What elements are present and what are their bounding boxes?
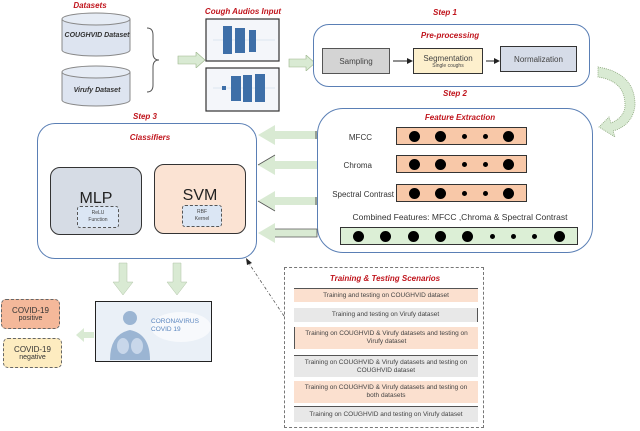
feature-spectral-contrast-label: Spectral Contrast xyxy=(332,190,394,199)
lungs-silhouette-icon xyxy=(110,311,211,360)
outcome-sublabel: positive xyxy=(18,315,43,322)
outcome-label: COVID-19 xyxy=(14,345,51,354)
dashed-pointer-arrow xyxy=(246,258,285,317)
stage-label: Segmentation xyxy=(423,53,473,63)
feature-dot xyxy=(353,230,365,242)
feature-dot xyxy=(461,190,467,196)
step2-label: Step 2 xyxy=(442,89,467,98)
dataset-virufy-label: Virufy Dataset xyxy=(73,87,121,94)
feature-mfcc-bar xyxy=(396,127,527,145)
feature-dot xyxy=(408,130,420,142)
outcome-label: COVID-19 xyxy=(12,306,49,315)
classifier-name: SVM xyxy=(182,187,218,204)
waveform-plots xyxy=(205,18,280,112)
arrow-right-icon xyxy=(393,58,413,64)
coughvid-cylinder-icon xyxy=(61,12,131,57)
feature-chroma-bar xyxy=(396,155,527,173)
feature-dot xyxy=(408,158,420,170)
feature-dot xyxy=(435,158,447,170)
arrow-left-icon xyxy=(257,154,317,175)
preprocessing-title: Pre-processing xyxy=(420,31,480,40)
brace-icon xyxy=(146,27,160,93)
feature-chroma-label: Chroma xyxy=(343,161,372,170)
scenario-item: Training on COUGHVID & Virufy datasets a… xyxy=(294,355,478,377)
virufy-cylinder-icon xyxy=(61,65,131,107)
audio-input-title: Cough Audios Input xyxy=(204,7,282,16)
curved-arrow-icon xyxy=(597,66,636,138)
feature-dot xyxy=(462,230,474,242)
outcome-negative: COVID-19 negative xyxy=(3,338,62,368)
classifier-to-output-arrows xyxy=(112,262,188,296)
arrow-left-icon xyxy=(258,125,317,145)
combined-features-bar xyxy=(340,227,578,245)
feature-dot xyxy=(482,190,488,196)
feature-dot xyxy=(407,230,419,242)
feature-dot xyxy=(503,187,515,199)
feature-dot xyxy=(435,187,447,199)
feature-dot xyxy=(461,133,467,139)
arrow-down-icon xyxy=(112,262,134,296)
feature-dot xyxy=(482,161,488,167)
stage-normalization: Normalization xyxy=(500,46,577,72)
step3-label: Step 3 xyxy=(132,112,157,121)
feature-mfcc-label: MFCC xyxy=(348,133,372,142)
step1-label: Step 1 xyxy=(432,8,457,17)
scenarios-box xyxy=(284,267,484,428)
arrow-left-icon xyxy=(258,223,318,243)
datasets-title: Datasets xyxy=(73,1,107,10)
dataset-cylinders xyxy=(61,12,131,107)
stage-segmentation: Segmentation Single coughs xyxy=(413,48,483,74)
scenario-item: Training on COUGHVID & Virufy datasets a… xyxy=(294,381,478,403)
stage-label: Sampling xyxy=(339,56,373,66)
arrow-right-icon xyxy=(486,58,500,64)
arrow-down-icon xyxy=(166,262,188,296)
feature-dot xyxy=(503,158,515,170)
covid-image: CORONAVIRUS COVID 19 xyxy=(95,301,212,362)
classifier-name: MLP xyxy=(79,190,113,207)
scenario-item: Training and testing on Virufy dataset xyxy=(294,308,478,322)
classifier-mlp: MLP xyxy=(50,167,142,235)
scenario-item: Training and testing on COUGHVID dataset xyxy=(294,288,478,302)
outcome-sublabel: negative xyxy=(19,354,46,361)
feature-dot xyxy=(435,130,447,142)
arrow-head-icon xyxy=(246,258,252,265)
arrow-left-icon xyxy=(257,191,317,212)
feature-dot xyxy=(408,187,420,199)
feature-dot xyxy=(461,161,467,167)
feature-dot xyxy=(489,233,495,239)
scenario-item: Training on COUGHVID and testing on Viru… xyxy=(294,406,478,422)
stage-label: Normalization xyxy=(514,54,563,64)
stage-sublabel: Single coughs xyxy=(432,62,464,69)
feature-dot xyxy=(380,230,392,242)
classifiers-title: Classifiers xyxy=(129,133,171,142)
feature-dot xyxy=(435,230,447,242)
feature-dot xyxy=(482,133,488,139)
covid-image-line1: CORONAVIRUS xyxy=(151,318,199,325)
outcome-positive: COVID-19 positive xyxy=(1,299,60,329)
arrow-left-icon xyxy=(76,328,94,342)
waveform-plot-2 xyxy=(205,67,280,112)
feature-dot xyxy=(503,130,515,142)
scenarios-title: Training & Testing Scenarios xyxy=(329,274,441,283)
feature-extraction-title: Feature Extraction xyxy=(424,113,496,122)
scenario-item: Training on COUGHVID & Virufy datasets a… xyxy=(294,327,478,349)
svm-kernel: RBF Kernel xyxy=(182,205,222,227)
mlp-activation: ReLU Function xyxy=(77,206,119,228)
waveform-plot-1 xyxy=(205,18,280,62)
covid-image-line2: COVID 19 xyxy=(151,326,181,333)
arrow-right-icon xyxy=(177,52,206,68)
feature-spectral-contrast-bar xyxy=(396,184,527,202)
feature-dot xyxy=(511,233,517,239)
feature-dot xyxy=(553,230,565,242)
feature-to-classifier-arrows xyxy=(257,125,318,243)
feature-dot xyxy=(532,233,538,239)
stage-sampling: Sampling xyxy=(322,48,390,74)
arrow-right-icon xyxy=(288,55,316,71)
dataset-coughvid-label: COUGHVID Dataset xyxy=(64,32,130,39)
combined-features-label: Combined Features: MFCC ,Chroma & Spectr… xyxy=(352,212,568,222)
